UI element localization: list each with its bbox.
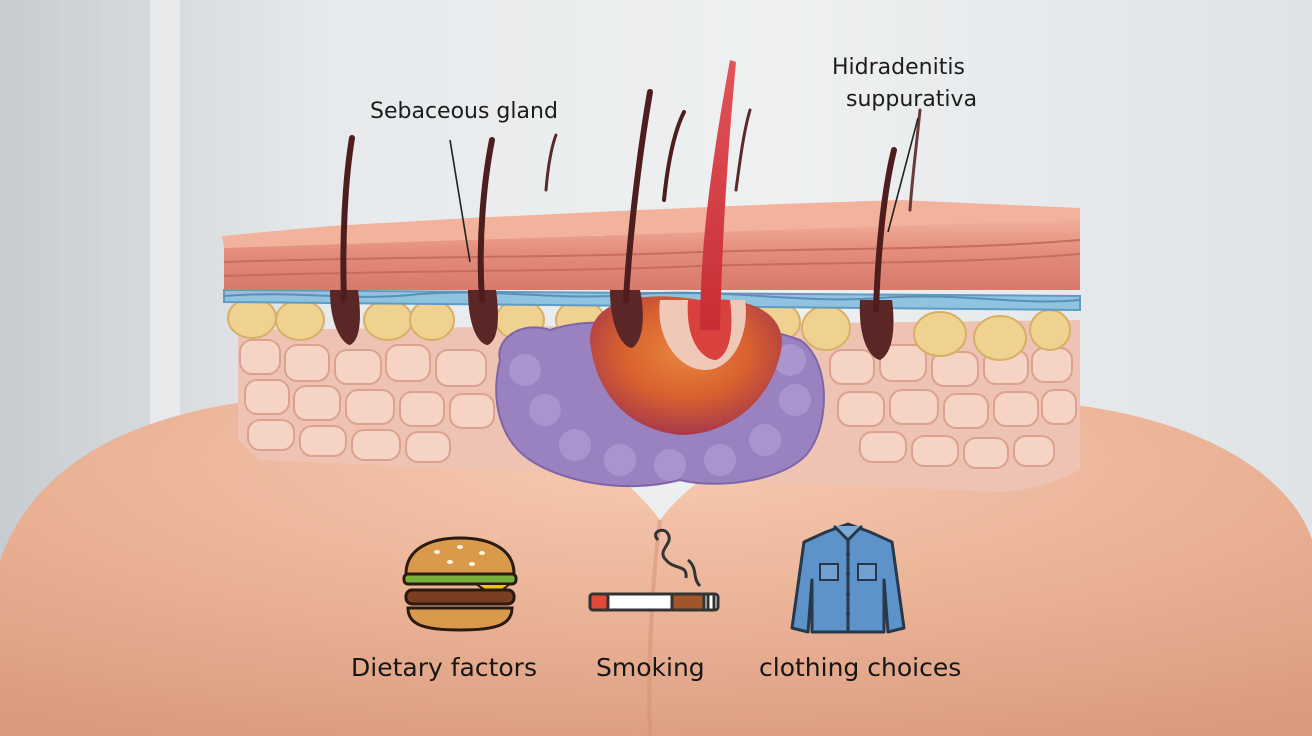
smoking-label: Smoking — [596, 653, 705, 682]
tissue-block — [222, 200, 1081, 492]
hairs — [340, 89, 922, 313]
burger-icon — [402, 536, 518, 632]
sebaceous-gland-label: Sebaceous gland — [370, 99, 558, 124]
dietary-factors-label: Dietary factors — [351, 653, 537, 682]
sebaceous-gland-leader — [449, 139, 471, 263]
cigarette-icon — [588, 528, 720, 612]
hidradenitis-label-line1: Hidradenitis — [832, 55, 965, 80]
hidradenitis-label-line2: suppurativa — [846, 87, 978, 112]
hidradenitis-leader — [887, 117, 919, 233]
clothing-choices-label: clothing choices — [759, 653, 962, 682]
shirt-icon — [790, 522, 906, 634]
inflamed-hair — [700, 60, 736, 330]
